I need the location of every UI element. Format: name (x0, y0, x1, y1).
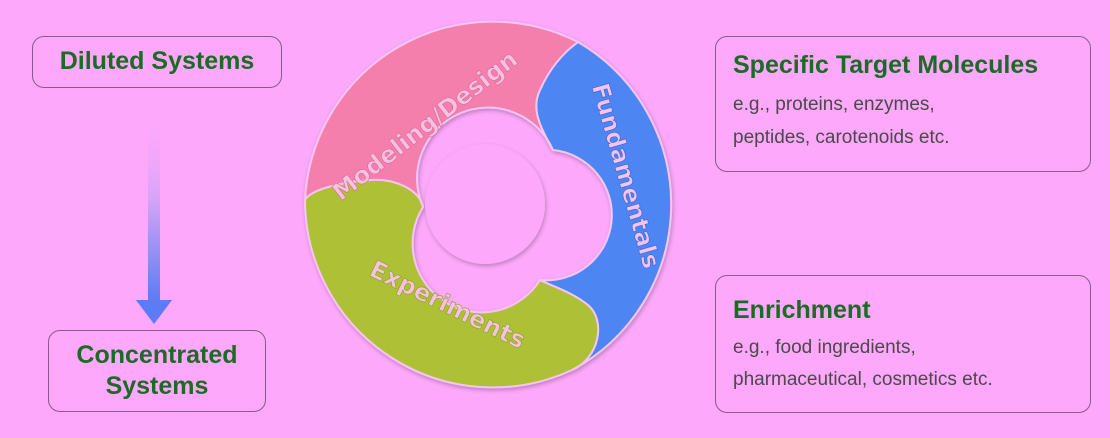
target-molecules-box: Specific Target Molecules e.g., proteins… (715, 36, 1091, 172)
enrichment-line-2: pharmaceutical, cosmetics etc. (733, 369, 993, 390)
down-arrow-icon (136, 115, 172, 324)
enrichment-title: Enrichment (733, 296, 871, 324)
enrichment-box: Enrichment e.g., food ingredients, pharm… (715, 275, 1091, 413)
modeling-design-segment (304, 20, 580, 208)
diluted-systems-box: Diluted Systems (32, 36, 282, 88)
target-molecules-line-2: peptides, carotenoids etc. (733, 127, 950, 148)
target-molecules-line-1: e.g., proteins, enzymes, (733, 94, 935, 115)
concentrated-systems-label: Concentrated Systems (76, 340, 238, 400)
concentrated-systems-box: Concentrated Systems (48, 330, 266, 412)
diluted-systems-label: Diluted Systems (59, 47, 255, 76)
enrichment-line-1: e.g., food ingredients, (733, 337, 916, 358)
target-molecules-title: Specific Target Molecules (733, 51, 1039, 79)
